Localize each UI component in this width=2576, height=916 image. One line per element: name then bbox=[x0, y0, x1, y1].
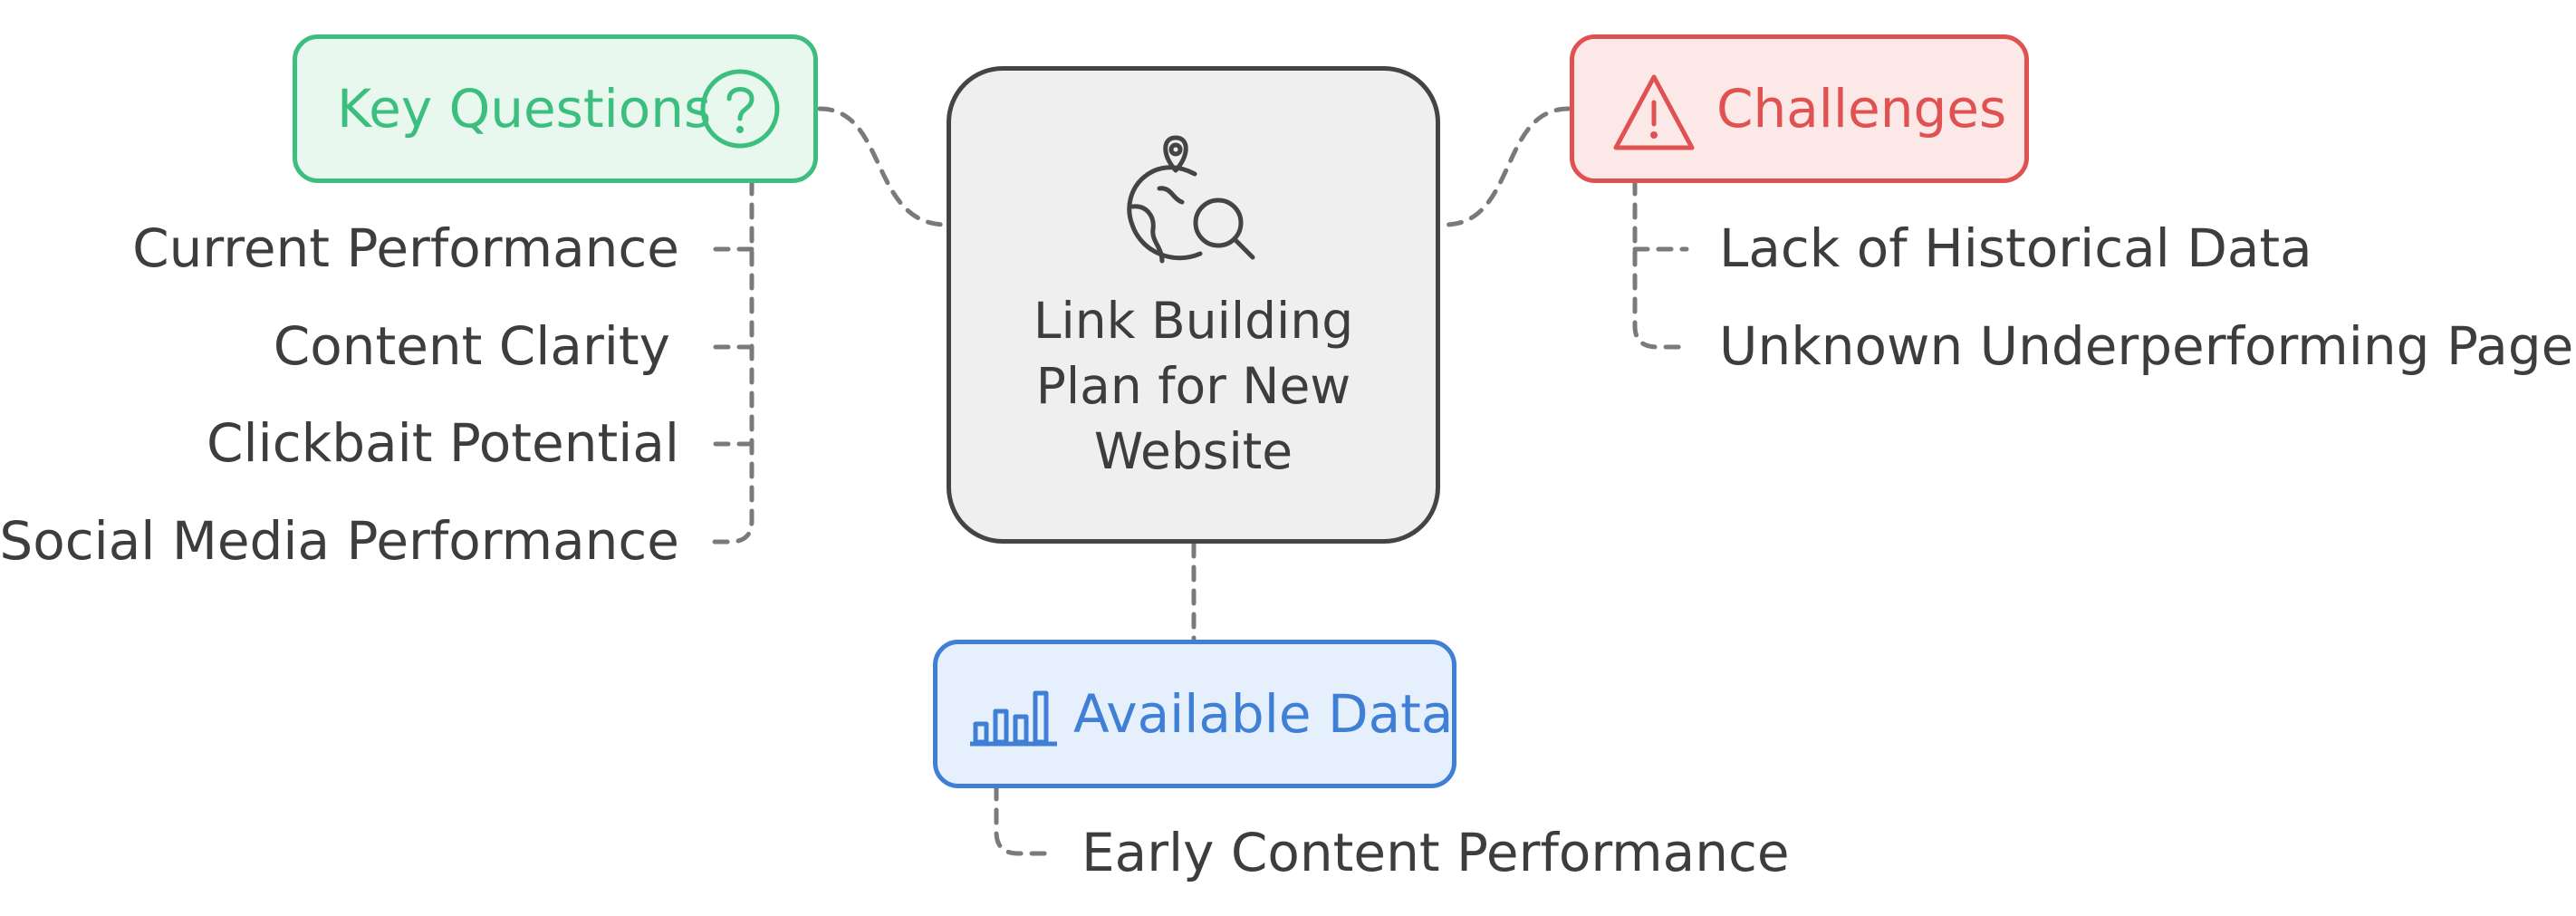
branch-available-data bbox=[994, 784, 1053, 856]
list-item: Unknown Underperforming Pages bbox=[1719, 315, 2576, 377]
bar-chart-icon bbox=[970, 690, 1057, 747]
center-box: Link Building Plan for New Website bbox=[947, 66, 1440, 544]
list-item: Social Media Performance bbox=[0, 510, 679, 572]
branch-challenges bbox=[1632, 178, 1689, 350]
challenges-title: Challenges bbox=[1716, 78, 2007, 140]
challenges-box: Challenges bbox=[1570, 34, 2029, 183]
key-questions-box: Key Questions bbox=[293, 34, 818, 183]
center-title: Link Building Plan for New Website bbox=[1033, 292, 1354, 480]
connector-key-questions bbox=[817, 106, 949, 227]
key-questions-title: Key Questions bbox=[337, 78, 712, 140]
list-item: Lack of Historical Data bbox=[1719, 217, 2312, 279]
question-circle-icon bbox=[700, 69, 780, 149]
connector-challenges bbox=[1442, 106, 1572, 227]
list-item: Clickbait Potential bbox=[207, 412, 679, 474]
branch-key-questions bbox=[702, 178, 755, 545]
list-item: Current Performance bbox=[132, 217, 679, 279]
warning-triangle-icon bbox=[1613, 74, 1695, 150]
list-item: Early Content Performance bbox=[1081, 822, 1790, 883]
available-data-box: Available Data bbox=[933, 640, 1456, 788]
list-item: Content Clarity bbox=[273, 315, 670, 377]
available-data-title: Available Data bbox=[1073, 683, 1454, 745]
globe-search-icon bbox=[1127, 135, 1255, 264]
